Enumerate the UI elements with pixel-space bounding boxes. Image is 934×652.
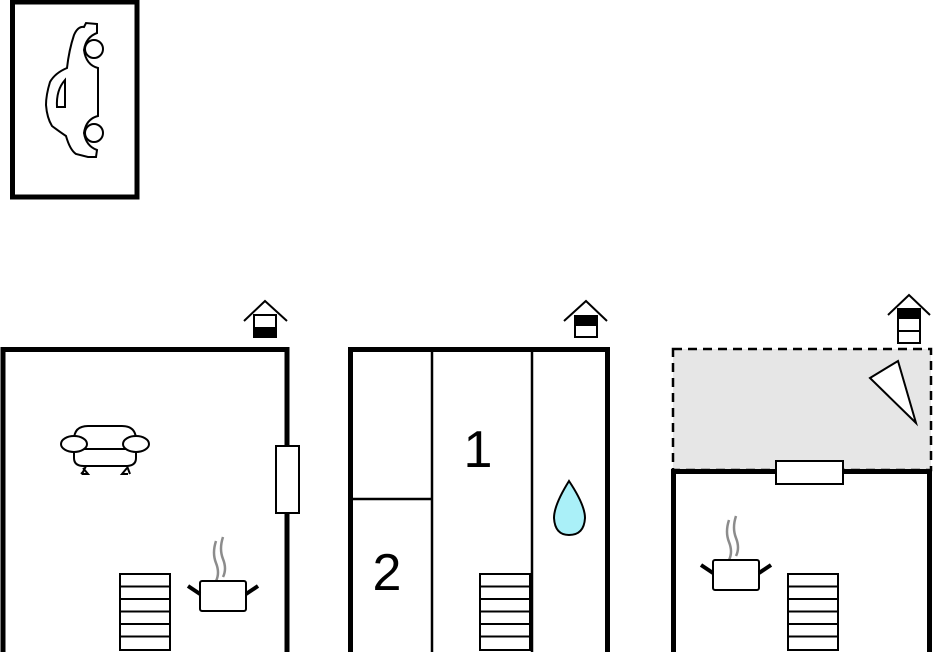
car-icon xyxy=(44,21,104,158)
sofa-icon xyxy=(60,425,150,475)
stairs-icon xyxy=(119,573,171,651)
camera-view-icon xyxy=(868,359,919,427)
water-drop-icon xyxy=(552,479,587,537)
first-floor-plan: 1 2 xyxy=(348,299,610,652)
window-icon xyxy=(775,460,844,485)
top-floor-plan xyxy=(671,293,933,652)
room-label-1: 1 xyxy=(464,421,493,479)
stairs-icon xyxy=(787,573,839,651)
floor-level-house-icon xyxy=(887,293,931,344)
stairs-icon xyxy=(479,573,531,651)
ground-floor-plan xyxy=(0,299,300,652)
window-icon xyxy=(275,445,300,514)
floor-level-house-icon xyxy=(243,299,288,338)
parking-space xyxy=(10,0,140,200)
room-label-2: 2 xyxy=(373,544,402,602)
floor-level-house-icon xyxy=(563,299,608,338)
